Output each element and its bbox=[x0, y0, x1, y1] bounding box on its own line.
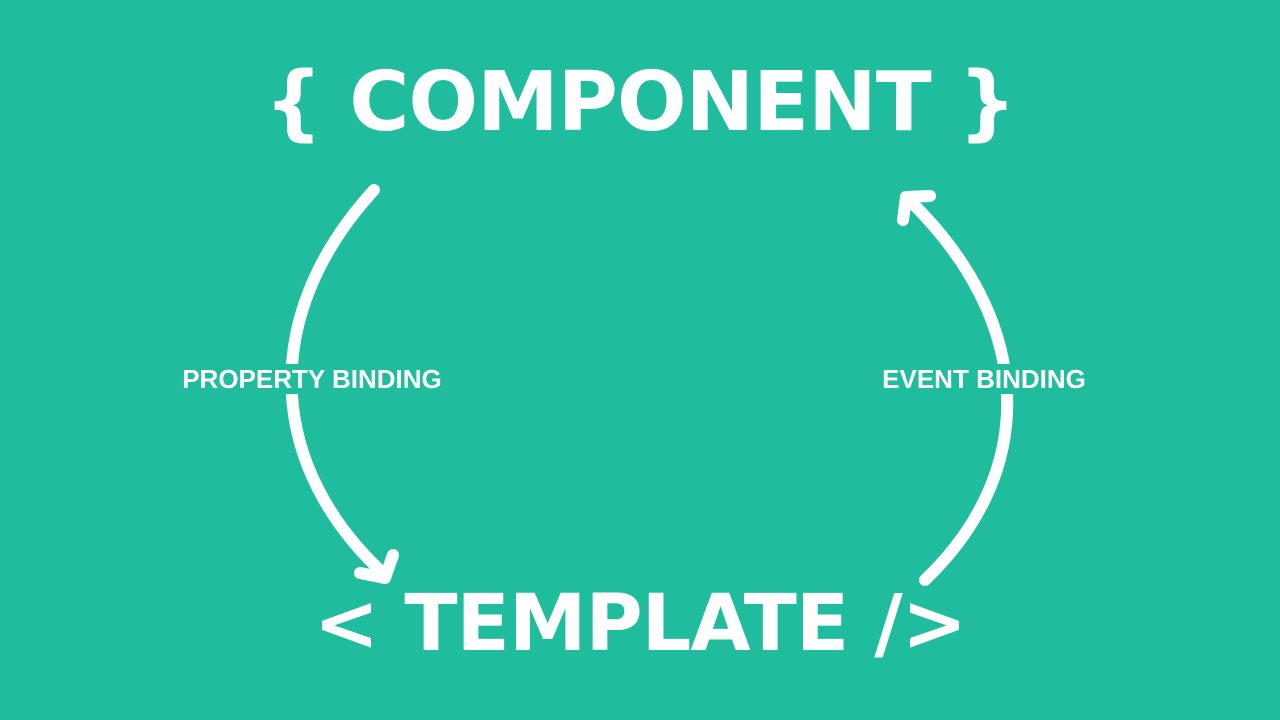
event-binding-label: EVENT BINDING bbox=[876, 364, 1092, 394]
template-node-title: < TEMPLATE /> bbox=[313, 579, 967, 669]
component-node-title: { COMPONENT } bbox=[264, 55, 1016, 150]
event-binding-arrowhead bbox=[897, 190, 936, 226]
property-binding-arrowhead bbox=[354, 549, 399, 584]
property-binding-label: PROPERTY BINDING bbox=[176, 364, 448, 394]
